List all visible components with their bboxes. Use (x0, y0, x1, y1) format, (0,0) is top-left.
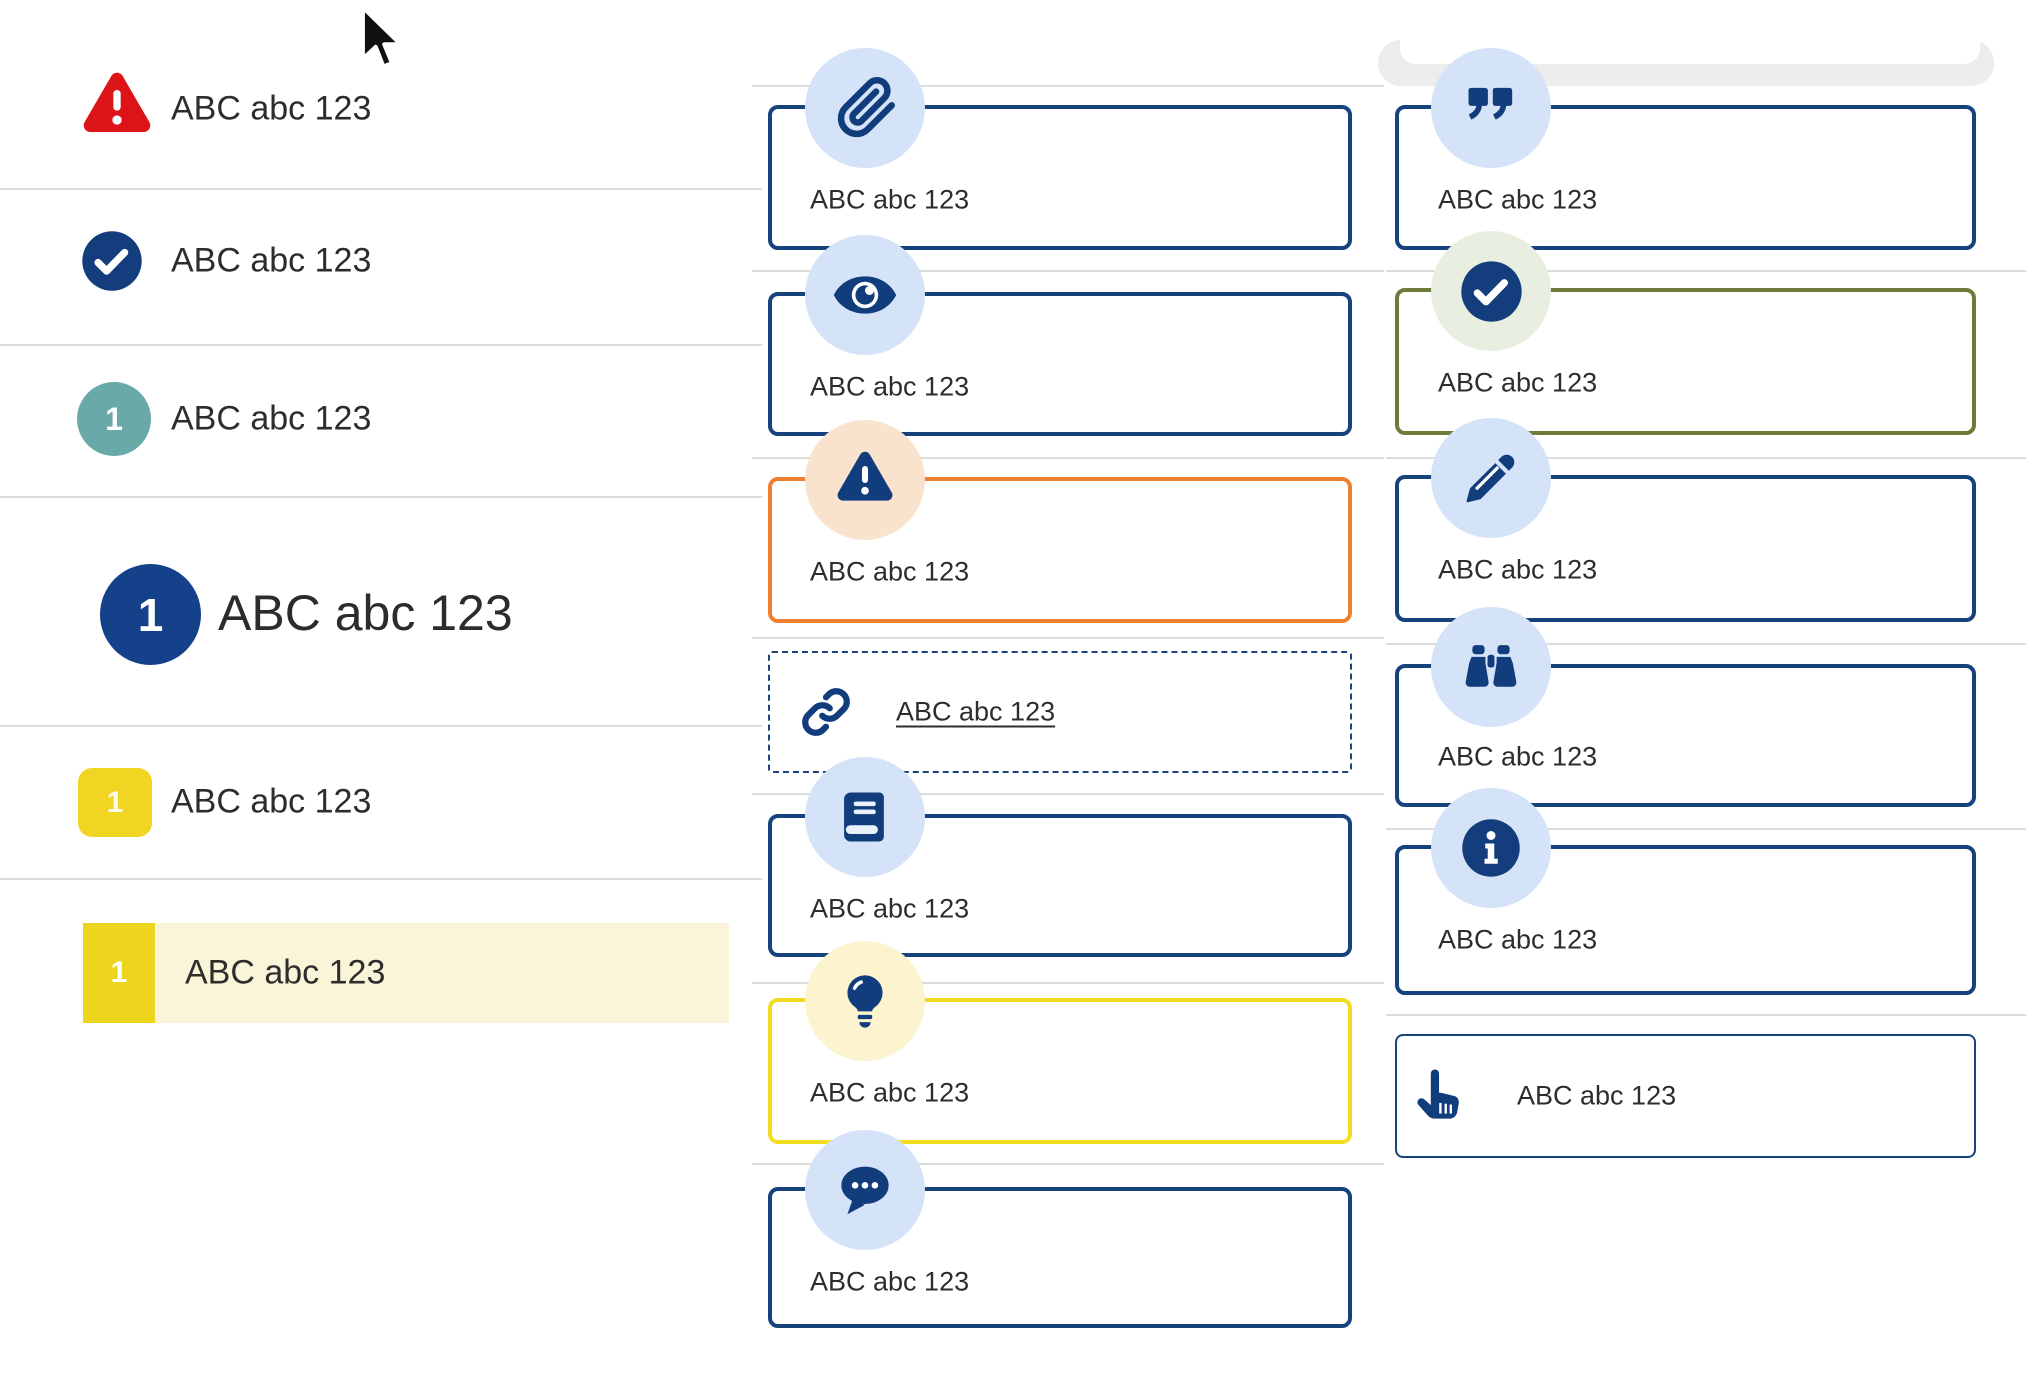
icon-circle (1431, 48, 1551, 168)
warning-icon (837, 451, 893, 501)
callout-box (768, 651, 1352, 773)
icon-circle (805, 235, 925, 355)
callout-label: ABC abc 123 (1438, 741, 1598, 772)
icon-circle (805, 1130, 925, 1250)
list-item-label: ABC abc 123 (171, 399, 372, 438)
link-icon (802, 688, 850, 736)
list-item-label: ABC abc 123 (185, 953, 386, 992)
divider (1386, 457, 2026, 459)
divider (752, 457, 1384, 459)
divider (0, 496, 762, 498)
callout-label: ABC abc 123 (1438, 367, 1598, 398)
callout-label: ABC abc 123 (1438, 924, 1598, 955)
icon-circle (1431, 788, 1551, 908)
icon-circle (805, 420, 925, 540)
info-icon (1462, 819, 1520, 877)
divider (752, 793, 1384, 795)
divider (752, 637, 1384, 639)
callout-label: ABC abc 123 (810, 371, 970, 402)
step-number-badge: 1 (78, 768, 152, 837)
divider (752, 270, 1384, 272)
callout-label: ABC abc 123 (810, 1266, 970, 1297)
callout-label: ABC abc 123 (810, 893, 970, 924)
callout-label: ABC abc 123 (1517, 1080, 1677, 1111)
chat-icon (841, 1166, 889, 1215)
check-circle-icon (82, 231, 142, 291)
divider (0, 878, 762, 880)
icon-circle (805, 48, 925, 168)
divider (752, 85, 1384, 87)
divider (752, 982, 1384, 984)
binoculars-icon (1465, 645, 1517, 687)
divider (0, 344, 762, 346)
callout-label: ABC abc 123 (810, 1077, 970, 1108)
callout-label: ABC abc 123 (1438, 554, 1598, 585)
step-number-badge-large: 1 (100, 564, 201, 665)
divider (752, 1163, 1384, 1165)
pencil-icon (1466, 454, 1515, 503)
icon-circle (805, 757, 925, 877)
book-icon (844, 792, 884, 842)
callout-link-text[interactable]: ABC abc 123 (896, 696, 1056, 727)
list-item-label: ABC abc 123 (171, 241, 372, 280)
step-number-badge: 1 (83, 923, 155, 1023)
divider (0, 725, 762, 727)
icon-circle (805, 941, 925, 1061)
hand-pointer-icon (1417, 1069, 1459, 1119)
lightbulb-icon (847, 975, 883, 1028)
selected-row-highlight (83, 923, 729, 1023)
list-item-label: ABC abc 123 (171, 89, 372, 128)
quote-icon (1468, 87, 1513, 120)
callout-label: ABC abc 123 (1438, 184, 1598, 215)
divider (0, 188, 762, 190)
eye-icon (833, 276, 897, 314)
callout-box[interactable] (1395, 1034, 1976, 1158)
divider (1386, 643, 2026, 645)
alert-triangle-icon (83, 72, 151, 132)
mouse-cursor (360, 5, 403, 69)
section-title: ABC abc 123 (218, 585, 513, 641)
icon-circle (1431, 418, 1551, 538)
divider (1386, 828, 2026, 830)
divider (1386, 1014, 2026, 1016)
divider (1386, 270, 2026, 272)
list-item-label: ABC abc 123 (171, 782, 372, 821)
paperclip-icon (837, 77, 896, 138)
icon-circle (1431, 231, 1551, 351)
check-circle-icon (1460, 260, 1522, 322)
step-number-badge: 1 (77, 382, 151, 456)
icon-circle (1431, 607, 1551, 727)
callout-label: ABC abc 123 (810, 556, 970, 587)
callout-label: ABC abc 123 (810, 184, 970, 215)
